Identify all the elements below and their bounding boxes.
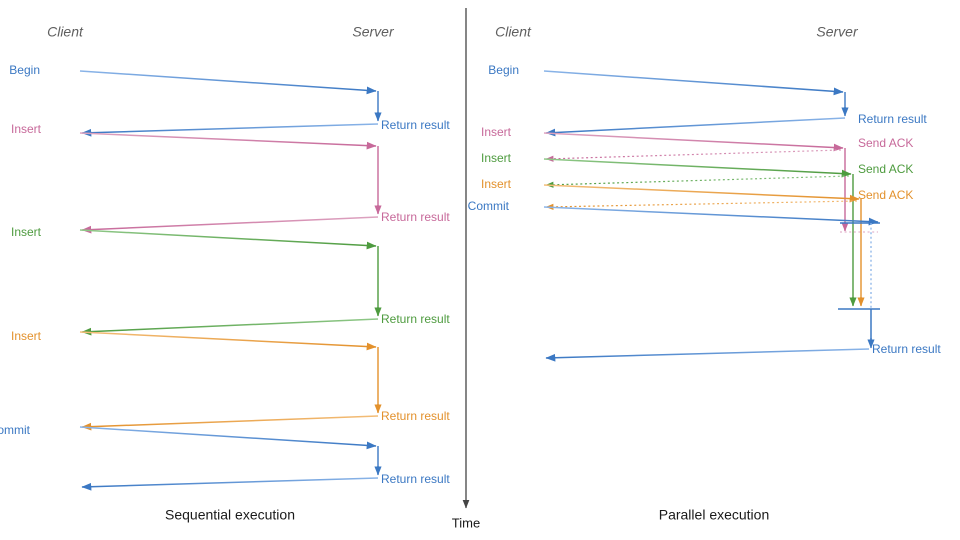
panel-parallel — [543, 70, 880, 362]
send-ack-arrow — [545, 200, 858, 210]
message-label-parallel-0: Begin — [488, 63, 519, 77]
message-label-parallel-9: Return result — [872, 342, 941, 356]
message-label-parallel-7: Send ACK — [858, 188, 913, 202]
lane-title-server-sequential: Server — [352, 24, 395, 40]
message-label-sequential-6: Insert — [11, 329, 42, 343]
response-arrow — [81, 318, 379, 336]
request-arrow — [79, 426, 377, 450]
message-label-sequential-4: Insert — [11, 225, 42, 239]
message-label-sequential-7: Return result — [381, 409, 450, 423]
message-label-parallel-4: Insert — [481, 151, 512, 165]
request-arrow — [79, 132, 377, 150]
insert-request-arrow — [543, 158, 852, 178]
lane-title-client-parallel: Client — [495, 24, 532, 40]
lane-title-server-parallel: Server — [816, 24, 859, 40]
request-arrow — [79, 70, 377, 95]
message-label-parallel-3: Send ACK — [858, 136, 913, 150]
message-label-parallel-6: Insert — [481, 177, 512, 191]
message-label-sequential-3: Return result — [381, 210, 450, 224]
time-axis: Time — [452, 8, 480, 530]
time-axis-label: Time — [452, 515, 480, 530]
message-label-parallel-2: Insert — [481, 125, 512, 139]
response-arrow — [81, 477, 379, 491]
message-label-sequential-0: Begin — [9, 63, 40, 77]
message-label-sequential-8: Commit — [0, 423, 31, 437]
message-label-parallel-8: Commit — [468, 199, 510, 213]
response-arrow — [81, 123, 379, 137]
panel-sequential — [79, 70, 382, 491]
request-arrow — [79, 331, 377, 351]
panel-caption-sequential: Sequential execution — [165, 507, 295, 523]
insert-request-arrow — [543, 184, 860, 203]
response-arrow-begin — [545, 117, 846, 137]
message-label-sequential-5: Return result — [381, 312, 450, 326]
final-response-arrow — [545, 348, 870, 362]
lane-title-client-sequential: Client — [47, 24, 84, 40]
message-label-sequential-1: Return result — [381, 118, 450, 132]
panel-caption-parallel: Parallel execution — [659, 507, 770, 523]
response-arrow — [81, 415, 379, 431]
message-label-sequential-9: Return result — [381, 472, 450, 486]
request-arrow-begin — [543, 70, 844, 96]
message-label-sequential-2: Insert — [11, 122, 42, 136]
commit-request-arrow — [543, 206, 879, 226]
send-ack-arrow — [545, 149, 842, 162]
message-label-parallel-5: Send ACK — [858, 162, 913, 176]
insert-request-arrow — [543, 132, 844, 152]
send-ack-arrow — [545, 175, 850, 188]
response-arrow — [81, 216, 379, 234]
message-label-parallel-1: Return result — [858, 112, 927, 126]
request-arrow — [79, 229, 377, 250]
